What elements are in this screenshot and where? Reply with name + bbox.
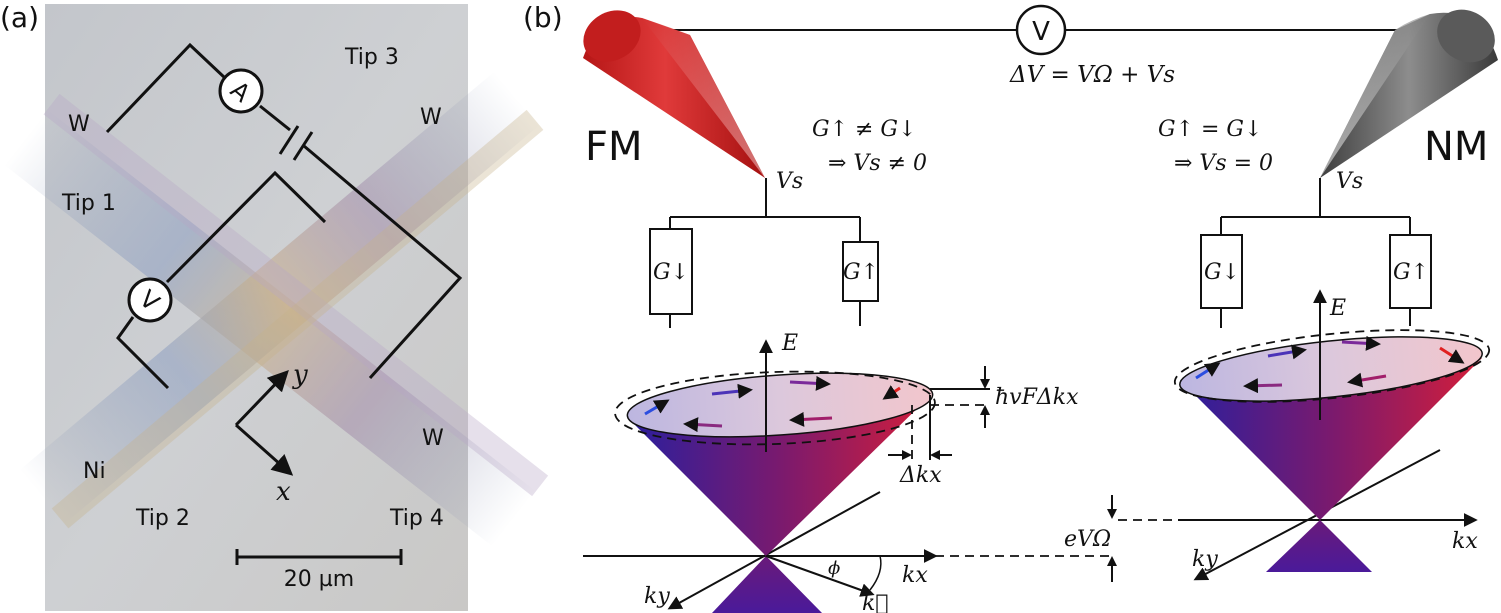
scale-bar-label: 20 µm [284,567,354,592]
hvf-dkx-label: ħvFΔkx [995,385,1079,410]
label-w-1: W [68,112,90,137]
fm-condition-2: ⇒ Vs ≠ 0 [828,151,927,176]
panel-a-label: (a) [0,1,39,34]
voltmeter-a: V [127,277,173,323]
ky-label-left: ky [644,584,670,609]
e-axis-right: E [1329,296,1346,321]
shift-annotations: ħvFΔkx Δkx [888,366,1079,488]
fm-condition-1: G↑ ≠ G↓ [812,117,916,142]
fm-dirac-cone: E ϕ k⃗ kx ky [583,331,1112,613]
label-w-3: W [422,426,444,451]
ammeter: A [218,68,264,114]
g-up-left: G↑ [843,260,879,285]
axis-x-label: x [276,477,291,507]
panel-b-label: (b) [523,1,563,34]
ky-label-right: ky [1192,547,1218,572]
label-w-2: W [420,105,442,130]
label-tip-2: Tip 2 [135,506,190,531]
nm-tip [1320,9,1498,178]
panel-b: (b) V ΔV = VΩ + Vs FM NM G↑ ≠ G↓ ⇒ Vs ≠ … [523,1,1498,613]
evo-label: eVΩ [1064,527,1111,552]
micrograph [4,4,549,611]
nm-label: NM [1424,124,1488,170]
scale-bar: 20 µm [235,549,403,592]
voltmeter-b-label: V [1032,17,1050,47]
vs-label-right: Vs [1336,169,1363,194]
voltmeter-b: V [1015,4,1067,56]
phi-label: ϕ [828,558,840,579]
nm-dirac-cone: E kx ky [1173,289,1491,581]
e-axis-left: E [781,331,798,356]
label-tip-3: Tip 3 [344,45,399,70]
kx-label-left: kx [902,563,928,588]
panel-a: (a) A V W W W Tip 3 Tip 1 [0,1,549,611]
nm-condition-1: G↑ = G↓ [1158,117,1262,142]
label-tip-1: Tip 1 [61,191,116,216]
dkx-label: Δkx [899,463,942,488]
axes-xy: y x [234,360,308,507]
g-up-right: G↑ [1393,260,1429,285]
kx-label-right: kx [1452,529,1478,554]
delta-v-equation: ΔV = VΩ + Vs [1009,62,1175,88]
nm-condition-2: ⇒ Vs = 0 [1174,151,1273,176]
g-down-left: G↓ [653,260,689,285]
fm-conductance-network: Vs G↓ G↑ [649,169,879,328]
vs-label-left: Vs [776,169,803,194]
k-vector-label: k⃗ [862,591,889,613]
fm-tip [583,10,765,178]
evo-annotation: eVΩ [1064,495,1178,582]
label-ni: Ni [83,459,106,484]
g-down-right: G↓ [1204,260,1240,285]
fm-label: FM [585,124,643,170]
nm-conductance-network: Vs G↓ G↑ [1200,169,1432,328]
label-tip-4: Tip 4 [389,506,444,531]
axis-y-label: y [292,360,308,390]
